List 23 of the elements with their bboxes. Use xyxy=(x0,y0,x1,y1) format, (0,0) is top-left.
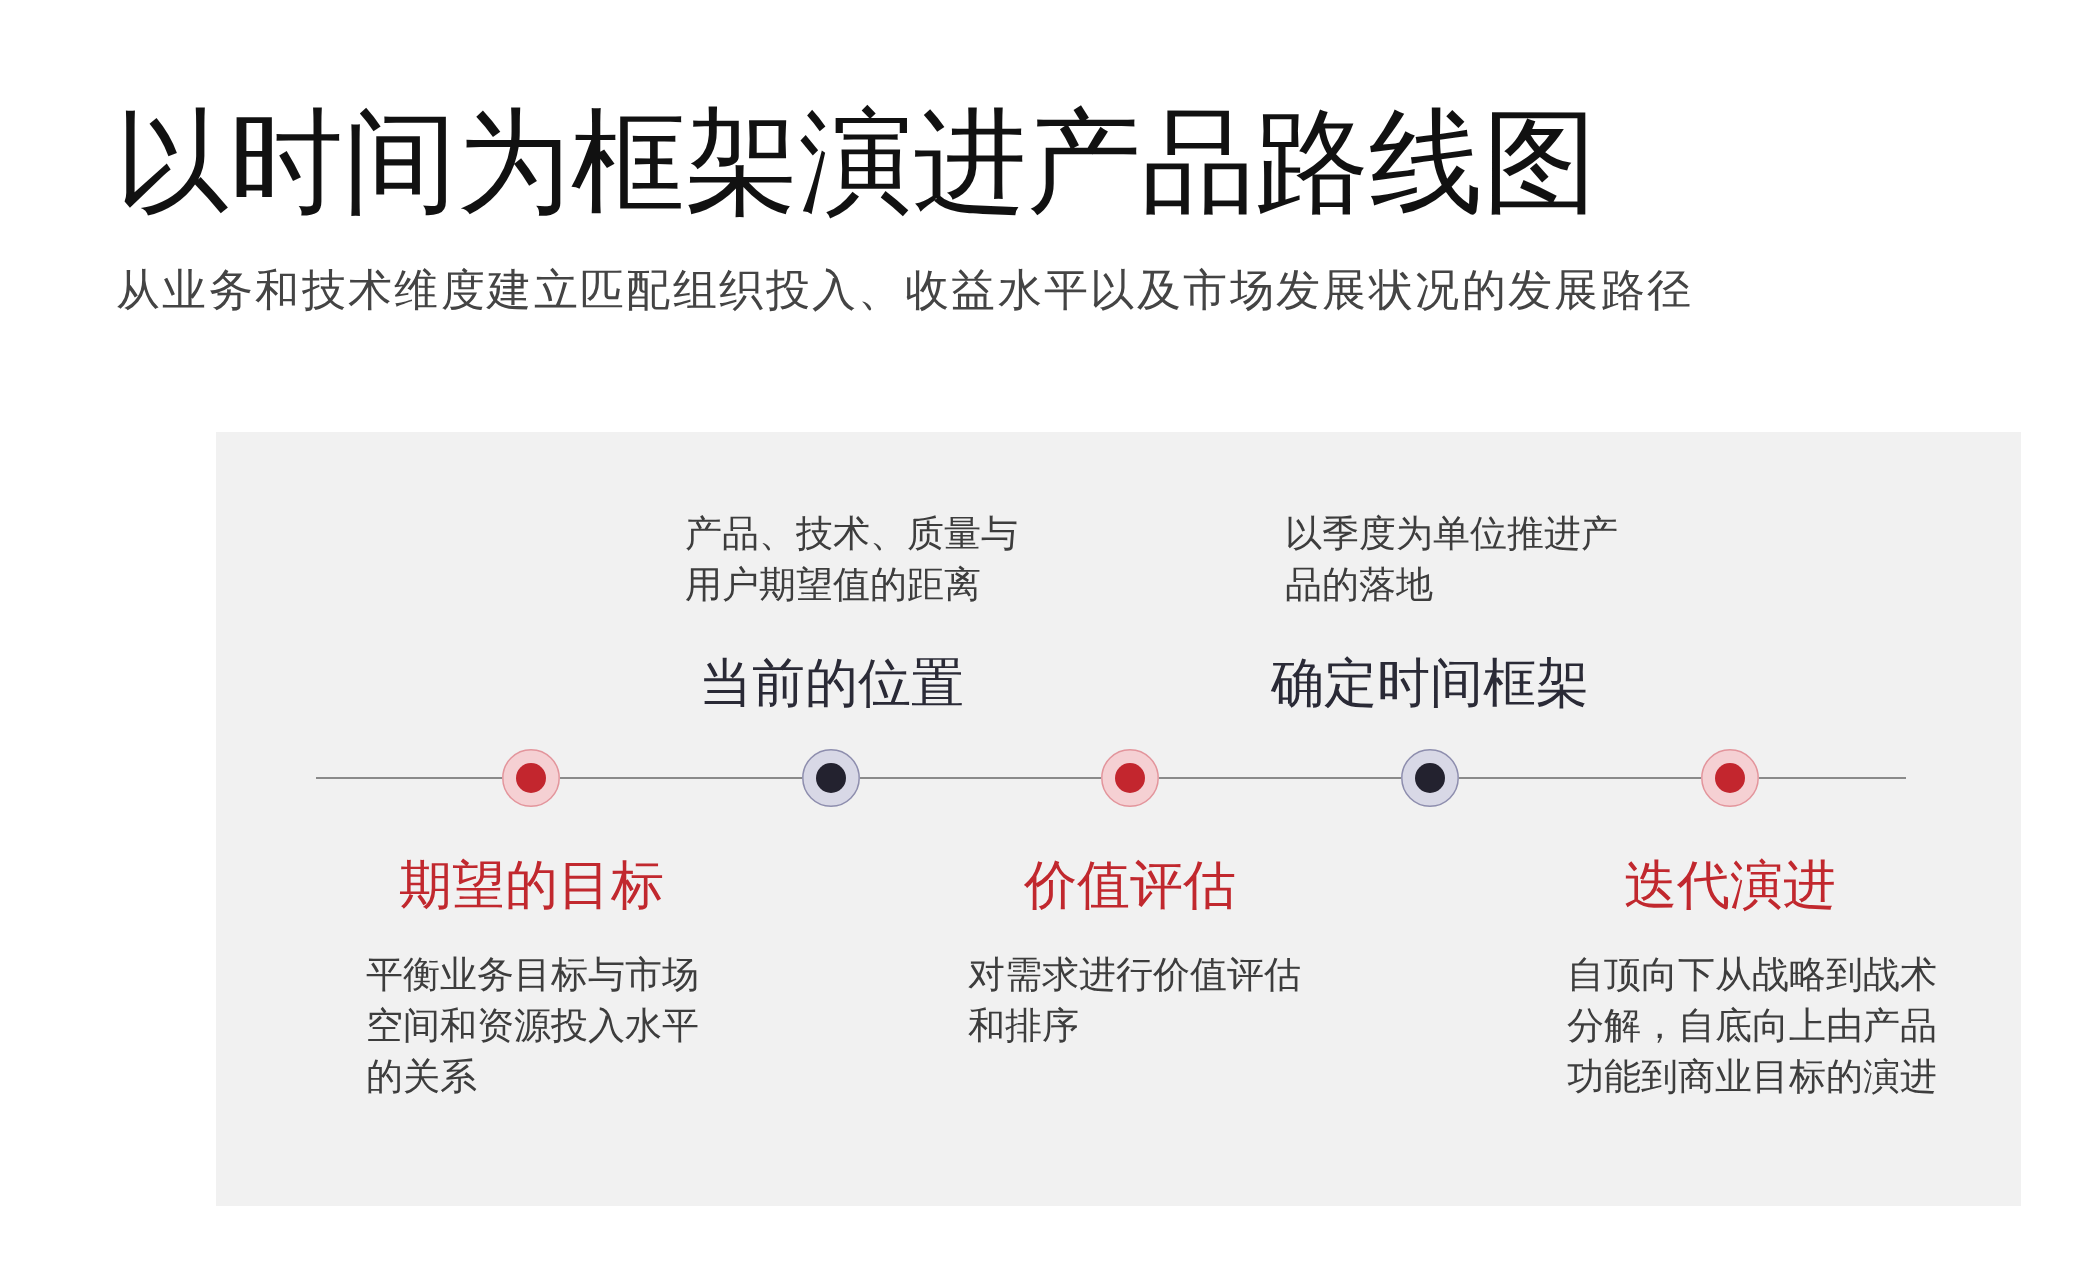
milestone-heading: 当前的位置 xyxy=(698,655,964,711)
timeline-line xyxy=(1758,777,1907,779)
timeline-line xyxy=(1458,777,1702,779)
timeline-line xyxy=(1158,777,1402,779)
title: 以时间为框架演进产品路线图 xyxy=(115,104,1597,220)
timeline-line xyxy=(859,777,1102,779)
milestone-dot xyxy=(1101,749,1159,807)
milestone-heading: 确定时间框架 xyxy=(1271,655,1589,711)
milestone-dot xyxy=(802,749,860,807)
subtitle: 从业务和技术维度建立匹配组织投入、收益水平以及市场发展状况的发展路径 xyxy=(116,267,1694,313)
milestone-heading: 期望的目标 xyxy=(398,857,664,913)
timeline-line xyxy=(559,777,803,779)
milestone-dot xyxy=(1701,749,1759,807)
milestone-description: 自顶向下从战略到战术分解，自底向上由产品功能到商业目标的演进 xyxy=(1567,953,1938,1099)
milestone-description: 对需求进行价值评估和排序 xyxy=(968,953,1302,1048)
milestone-description: 平衡业务目标与市场空间和资源投入水平的关系 xyxy=(366,953,700,1099)
milestone-description: 以季度为单位推进产品的落地 xyxy=(1285,512,1619,607)
timeline-line xyxy=(315,777,503,779)
milestone-dot xyxy=(1401,749,1459,807)
milestone-dot xyxy=(502,749,560,807)
milestone-heading: 迭代演进 xyxy=(1624,857,1836,913)
milestone-heading: 价值评估 xyxy=(1024,857,1236,913)
milestone-description: 产品、技术、质量与用户期望值的距离 xyxy=(685,512,1019,607)
